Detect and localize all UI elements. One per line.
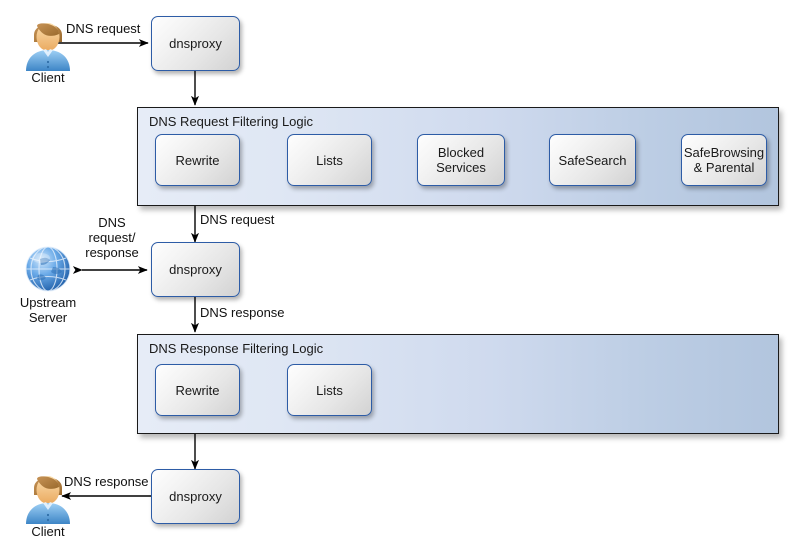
stage-safebrowsing-parental[interactable]: SafeBrowsing & Parental [681, 134, 767, 186]
stage-lists-response[interactable]: Lists [287, 364, 372, 416]
stage-safesearch[interactable]: SafeSearch [549, 134, 636, 186]
upstream-server-label: Upstream Server [19, 295, 77, 325]
edge-label-upstream-exchange: DNS request/ response [85, 215, 139, 260]
client-top-label: Client [31, 70, 65, 85]
request-panel-title: DNS Request Filtering Logic [149, 114, 314, 129]
dnsproxy-mid-node[interactable]: dnsproxy [151, 242, 240, 297]
response-panel-title: DNS Response Filtering Logic [149, 341, 324, 356]
stage-rewrite-request[interactable]: Rewrite [155, 134, 240, 186]
edge-label-proxy-to-client: DNS response [64, 474, 149, 489]
dnsproxy-bottom-node[interactable]: dnsproxy [151, 469, 240, 524]
stage-lists-request[interactable]: Lists [287, 134, 372, 186]
stage-blocked-services[interactable]: Blocked Services [417, 134, 505, 186]
edge-label-client-to-proxy: DNS request [66, 21, 141, 36]
dnsproxy-top-node[interactable]: dnsproxy [151, 16, 240, 71]
person-icon [26, 476, 70, 524]
globe-icon [25, 246, 71, 292]
dns-response-filtering-panel: DNS Response Filtering Logic [137, 334, 779, 434]
edge-label-request-panel-to-proxy: DNS request [200, 212, 275, 227]
edge-label-proxy-to-response-panel: DNS response [200, 305, 285, 320]
client-bottom-label: Client [31, 524, 65, 539]
stage-rewrite-response[interactable]: Rewrite [155, 364, 240, 416]
person-icon [26, 23, 70, 71]
